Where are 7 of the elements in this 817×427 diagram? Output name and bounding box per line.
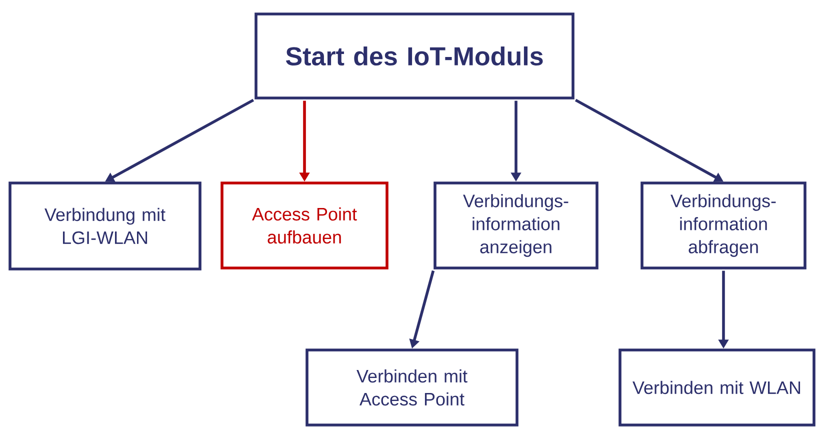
process-box: Access Point aufbauen <box>220 182 388 270</box>
process-box: Verbinden mit WLAN <box>618 348 816 426</box>
title-box: Start des IoT-Moduls <box>254 12 574 100</box>
process-box: Verbinden mit Access Point <box>306 348 518 426</box>
process-box: Verbindungs- information anzeigen <box>434 182 598 270</box>
process-box: Verbindung mit LGI-WLAN <box>8 182 202 270</box>
process-box: Verbindungs- information abfragen <box>640 182 806 270</box>
